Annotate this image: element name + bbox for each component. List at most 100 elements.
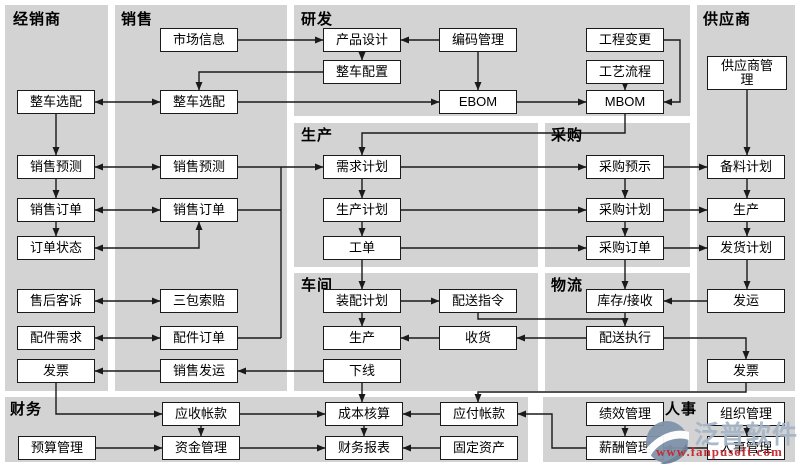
node-label: 配件订单 [172, 329, 225, 345]
node-label: 工单 [348, 239, 375, 255]
node-dealer-order-status: 订单状态 [17, 236, 95, 260]
node-workshop-assembly-plan: 装配计划 [323, 289, 401, 313]
node-rd-product-design: 产品设计 [323, 28, 401, 52]
node-dealer-parts-demand: 配件需求 [17, 326, 95, 350]
node-label: 下线 [348, 362, 375, 378]
node-label: 销售预测 [29, 158, 82, 174]
node-label: 采购订单 [598, 239, 651, 255]
node-label: 生产 [732, 201, 759, 217]
node-sales-market-info: 市场信息 [160, 28, 238, 52]
section-title-finance: 财务 [10, 401, 43, 418]
node-label: 收货 [464, 329, 491, 345]
node-label: MBOM [604, 93, 646, 109]
section-title-sales: 销售 [121, 11, 154, 28]
node-label: 三包索赔 [172, 292, 225, 308]
node-label: 工程变更 [598, 31, 651, 47]
node-rd-process-flow: 工艺流程 [586, 60, 664, 84]
node-label: 供应商管理 [720, 57, 773, 87]
node-label: 工艺流程 [598, 63, 651, 79]
node-label: 需求计划 [335, 158, 388, 174]
node-hr-org-mgmt: 组织管理 [707, 402, 785, 426]
section-title-hr: 人事 [665, 401, 698, 418]
node-label: EBOM [458, 93, 498, 109]
node-rd-mbom: MBOM [586, 90, 664, 114]
node-label: 成本核算 [337, 405, 390, 421]
node-finance-cost-accounting: 成本核算 [325, 402, 403, 426]
node-label: 配件需求 [29, 329, 82, 345]
node-sales-shipping: 销售发运 [160, 359, 238, 383]
section-title-production: 生产 [301, 127, 334, 144]
node-finance-funds-mgmt: 资金管理 [162, 436, 240, 460]
node-label: 产品设计 [335, 31, 388, 47]
node-dealer-sales-forecast: 销售预测 [17, 155, 95, 179]
node-rd-engineering-change: 工程变更 [586, 28, 664, 52]
node-purchasing-plan: 采购计划 [586, 198, 664, 222]
section-title-logistics: 物流 [551, 277, 584, 294]
node-hr-personnel-mgmt: 人事管理 [707, 436, 785, 460]
section-title-purchasing: 采购 [551, 127, 584, 144]
node-sales-parts-order: 配件订单 [160, 326, 238, 350]
node-label: 市场信息 [172, 31, 225, 47]
node-label: 销售预测 [172, 158, 225, 174]
node-hr-performance-mgmt: 绩效管理 [586, 402, 664, 426]
node-finance-budget-mgmt: 预算管理 [18, 436, 96, 460]
node-dealer-sales-order: 销售订单 [17, 198, 95, 222]
node-label: 应付帐款 [452, 405, 505, 421]
section-title-rd: 研发 [301, 11, 334, 28]
node-supplier-shipping-plan: 发货计划 [707, 236, 785, 260]
node-label: 发运 [732, 292, 759, 308]
node-finance-receivables: 应收帐款 [162, 402, 240, 426]
node-finance-payables: 应付帐款 [440, 402, 518, 426]
node-label: 财务报表 [337, 439, 390, 455]
node-sales-sales-forecast: 销售预测 [160, 155, 238, 179]
node-dealer-after-sales-complaint: 售后客诉 [17, 289, 95, 313]
node-production-demand-plan: 需求计划 [323, 155, 401, 179]
node-label: 配送指令 [451, 292, 504, 308]
node-label: 薪酬管理 [598, 439, 651, 455]
node-supplier-material-plan: 备料计划 [707, 155, 785, 179]
node-label: 生产计划 [335, 201, 388, 217]
node-workshop-production: 生产 [323, 326, 401, 350]
node-production-work-order: 工单 [323, 236, 401, 260]
node-label: 装配计划 [335, 292, 388, 308]
node-label: 整车选配 [29, 93, 82, 109]
node-rd-coding-mgmt: 编码管理 [439, 28, 517, 52]
node-logistics-inventory-receiving: 库存/接收 [586, 289, 664, 313]
node-label: 发票 [732, 362, 759, 378]
node-production-plan: 生产计划 [323, 198, 401, 222]
node-label: 整车配置 [335, 63, 388, 79]
node-label: 订单状态 [29, 239, 82, 255]
node-supplier-invoice: 发票 [707, 359, 785, 383]
node-label: 人事管理 [719, 439, 772, 455]
node-label: 整车选配 [172, 93, 225, 109]
node-purchasing-forecast: 采购预示 [586, 155, 664, 179]
node-supplier-ship: 发运 [707, 289, 785, 313]
node-dealer-vehicle-config: 整车选配 [17, 90, 95, 114]
node-label: 组织管理 [719, 405, 772, 421]
section-title-dealer: 经销商 [13, 11, 62, 28]
node-label: 销售发运 [172, 362, 225, 378]
node-finance-report: 财务报表 [325, 436, 403, 460]
node-sales-warranty-claim: 三包索赔 [160, 289, 238, 313]
node-workshop-offline: 下线 [323, 359, 401, 383]
node-supplier-production: 生产 [707, 198, 785, 222]
node-label: 应收帐款 [174, 405, 227, 421]
node-workshop-delivery-instruction: 配送指令 [439, 289, 517, 313]
node-logistics-delivery-execution: 配送执行 [586, 326, 664, 350]
node-label: 售后客诉 [29, 292, 82, 308]
node-label: 销售订单 [172, 201, 225, 217]
node-label: 发票 [42, 362, 69, 378]
node-label: 备料计划 [719, 158, 772, 174]
node-label: 采购预示 [598, 158, 651, 174]
node-label: 库存/接收 [597, 292, 653, 308]
node-supplier-mgmt: 供应商管理 [707, 56, 787, 90]
node-label: 生产 [348, 329, 375, 345]
node-hr-payroll-mgmt: 薪酬管理 [586, 436, 664, 460]
node-label: 固定资产 [452, 439, 505, 455]
node-sales-vehicle-config: 整车选配 [160, 90, 238, 114]
node-label: 绩效管理 [598, 405, 651, 421]
node-label: 销售订单 [29, 201, 82, 217]
node-dealer-invoice: 发票 [17, 359, 95, 383]
node-purchasing-order: 采购订单 [586, 236, 664, 260]
